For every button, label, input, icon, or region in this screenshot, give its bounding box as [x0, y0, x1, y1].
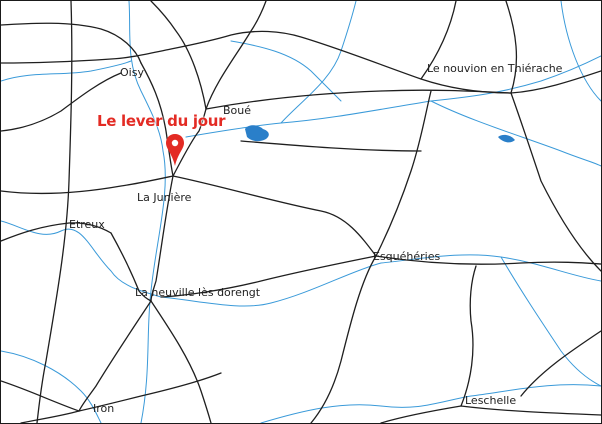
place-label-iron: Iron	[93, 402, 115, 415]
road	[460, 405, 601, 416]
river	[185, 55, 601, 138]
road	[1, 175, 174, 195]
road	[520, 330, 601, 397]
place-label-le-nouvion-en-thierache: Le nouvion en Thiérache	[427, 62, 563, 75]
road	[310, 255, 377, 423]
river	[280, 1, 357, 124]
road	[205, 89, 512, 110]
road	[510, 70, 601, 94]
road	[460, 265, 477, 407]
river	[160, 254, 601, 307]
river	[260, 384, 601, 423]
road	[172, 108, 207, 177]
map-pin-shape	[166, 134, 184, 166]
road	[150, 1, 207, 110]
road	[78, 300, 152, 412]
road	[205, 1, 267, 110]
river	[560, 1, 601, 102]
road	[110, 232, 152, 302]
place-label-la-neuville-les-dorengt: La neuville lès dorengt	[135, 286, 261, 299]
water-layer	[245, 125, 515, 143]
river	[128, 1, 164, 152]
road	[240, 140, 422, 152]
map-pin-body	[166, 134, 184, 166]
road	[1, 22, 142, 64]
road	[140, 62, 174, 177]
lake	[245, 125, 269, 142]
road	[150, 300, 212, 423]
road	[510, 92, 601, 272]
place-label-oisy: Oisy	[120, 66, 144, 79]
place-label-leschelle: Leschelle	[465, 394, 517, 407]
river	[140, 150, 166, 423]
place-label-etreux: Etreux	[69, 218, 105, 231]
road	[375, 255, 601, 265]
place-label-esqueheries: Esquéhéries	[373, 250, 441, 263]
map-pin-dot	[171, 139, 179, 147]
river	[230, 40, 342, 102]
river	[1, 220, 162, 298]
river	[430, 100, 601, 167]
place-label-la-juniere: La Junière	[137, 191, 192, 204]
pond	[498, 134, 515, 143]
road	[380, 405, 462, 423]
road	[20, 410, 80, 423]
road	[78, 372, 222, 412]
poi-label: Le lever du jour	[97, 112, 226, 130]
road	[1, 72, 122, 132]
road	[150, 175, 174, 302]
place-label-boue: Boué	[223, 104, 252, 117]
road	[420, 1, 457, 80]
road	[160, 255, 377, 298]
road	[1, 222, 112, 242]
river	[1, 60, 132, 82]
road	[505, 1, 518, 94]
road	[36, 1, 73, 423]
road	[375, 90, 432, 257]
river	[1, 350, 102, 423]
road	[1, 380, 80, 412]
river	[500, 256, 601, 387]
road	[172, 175, 377, 257]
